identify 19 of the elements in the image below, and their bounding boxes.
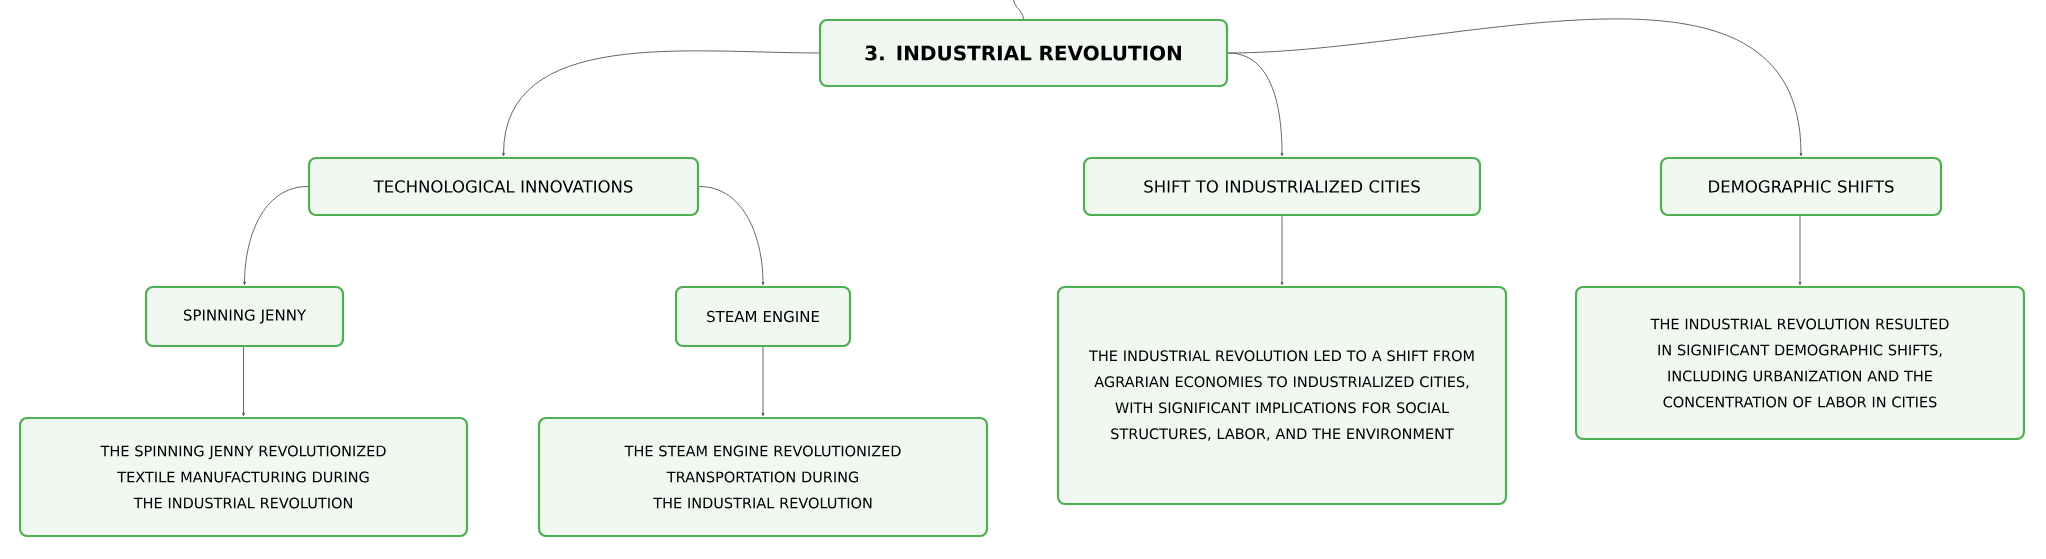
connector xyxy=(243,186,309,286)
subtopic-box: STEAM ENGINE xyxy=(674,285,852,348)
connector xyxy=(502,50,820,157)
connector xyxy=(698,186,765,286)
connector xyxy=(761,346,765,417)
description-box: THE INDUSTRIAL REVOLUTION LED TO A SHIFT FROM AGRARIAN ECONOMIES TO INDUSTRIALIZED CITIES, WITH SIGNIFICANT IMPLICATIONS FOR SOCIAL STRUCTURES, LABOR, AND THE ENVIRONMENT xyxy=(1056,285,1508,506)
topic-box: DEMOGRAPHIC SHIFTS xyxy=(1659,156,1943,217)
description-box: THE SPINNING JENNY REVOLUTIONIZED TEXTILE MANUFACTURING DURING THE INDUSTRIAL REVOLUTION xyxy=(18,416,469,538)
connector xyxy=(242,346,245,417)
connector xyxy=(1227,18,1803,157)
topic-box: TECHNOLOGICAL INNOVATIONS xyxy=(307,156,700,217)
connector xyxy=(1798,215,1802,286)
topic-box: SHIFT TO INDUSTRIALIZED CITIES xyxy=(1082,156,1482,217)
root-box: 3. INDUSTRIAL REVOLUTION xyxy=(818,18,1229,88)
description-box: THE STEAM ENGINE REVOLUTIONIZED TRANSPORTATION DURING THE INDUSTRIAL REVOLUTION xyxy=(537,416,989,538)
connector xyxy=(1013,0,1024,20)
connector xyxy=(1280,215,1284,286)
subtopic-box: SPINNING JENNY xyxy=(144,285,345,348)
description-box: THE INDUSTRIAL REVOLUTION RESULTED IN SIGNIFICANT DEMOGRAPHIC SHIFTS, INCLUDING URBANIZATION AND THE CONCENTRATION OF LABOR IN CITIES xyxy=(1574,285,2026,441)
